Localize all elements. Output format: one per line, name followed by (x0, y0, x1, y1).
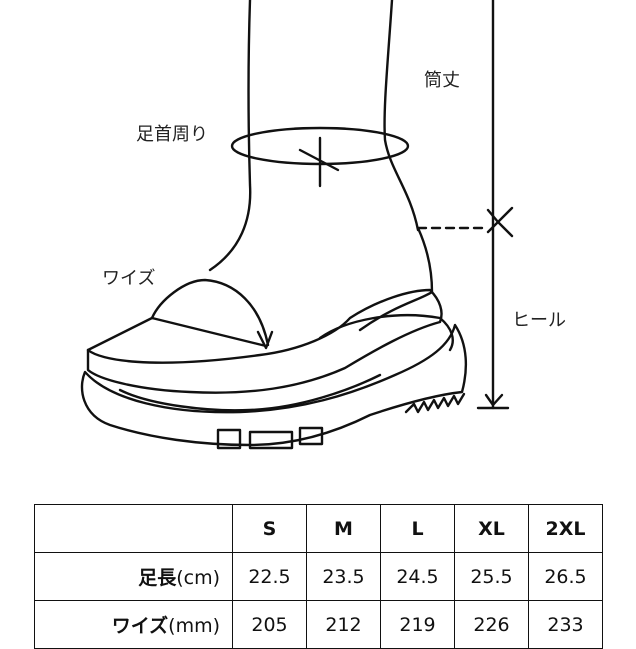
row-unit: (mm) (168, 615, 220, 637)
midsole-lower-line (318, 314, 454, 352)
table-cell: 205 (232, 600, 307, 649)
column-header: 2XL (528, 504, 603, 553)
outsole-heel-tread (404, 392, 466, 414)
table-corner-cell (34, 504, 233, 553)
table-cell: 226 (454, 600, 529, 649)
table-cell: 26.5 (528, 552, 603, 601)
boot-vamp-curve (150, 278, 270, 347)
column-header: L (380, 504, 455, 553)
row-unit: (cm) (176, 567, 220, 589)
toe-width-arrow-line (150, 316, 268, 348)
length-arrow-cap-lower (486, 220, 514, 238)
boot-shaft-right-line (383, 0, 420, 232)
outsole-body (80, 323, 468, 447)
table-cell: 219 (380, 600, 455, 649)
ankle-measure-mark (298, 136, 340, 188)
table-cell: 23.5 (306, 552, 381, 601)
width-label: ワイズ (102, 268, 156, 289)
row-label: 足長 (138, 567, 177, 589)
outsole-cleat (216, 428, 242, 450)
table-cell: 22.5 (232, 552, 307, 601)
column-header: XL (454, 504, 529, 553)
midsole-upper (86, 288, 443, 394)
table-cell: 25.5 (454, 552, 529, 601)
outsole-cleat (248, 430, 294, 450)
table-cell: 212 (306, 600, 381, 649)
table-row: 足長(cm) 22.5 23.5 24.5 25.5 26.5 (34, 552, 603, 601)
column-header: S (232, 504, 307, 553)
row-label: ワイズ (111, 615, 169, 637)
heel-arrow-cap (484, 393, 504, 407)
outsole-cleat (298, 426, 324, 446)
size-table: S M L XL 2XL 足長(cm) 22.5 23.5 24.5 25.5 … (34, 504, 603, 649)
boot-toe-top (86, 316, 154, 352)
table-row: ワイズ(mm) 205 212 219 226 233 (34, 600, 603, 649)
ankle-circumference-label: 足首周り (136, 124, 208, 145)
length-arrow-cap (486, 206, 514, 224)
column-header: M (306, 504, 381, 553)
table-cell: 233 (528, 600, 603, 649)
row-header: 足長(cm) (34, 552, 233, 601)
table-cell: 24.5 (380, 552, 455, 601)
heel-label: ヒール (512, 310, 566, 331)
outsole-inner-line (118, 373, 382, 412)
boot-shaft-left-line (208, 0, 252, 272)
table-header-row: S M L XL 2XL (34, 504, 603, 553)
row-header: ワイズ(mm) (34, 600, 233, 649)
boot-diagram (80, 0, 514, 450)
toe-width-arrowhead (256, 330, 274, 350)
length-label: 筒丈 (424, 70, 460, 91)
